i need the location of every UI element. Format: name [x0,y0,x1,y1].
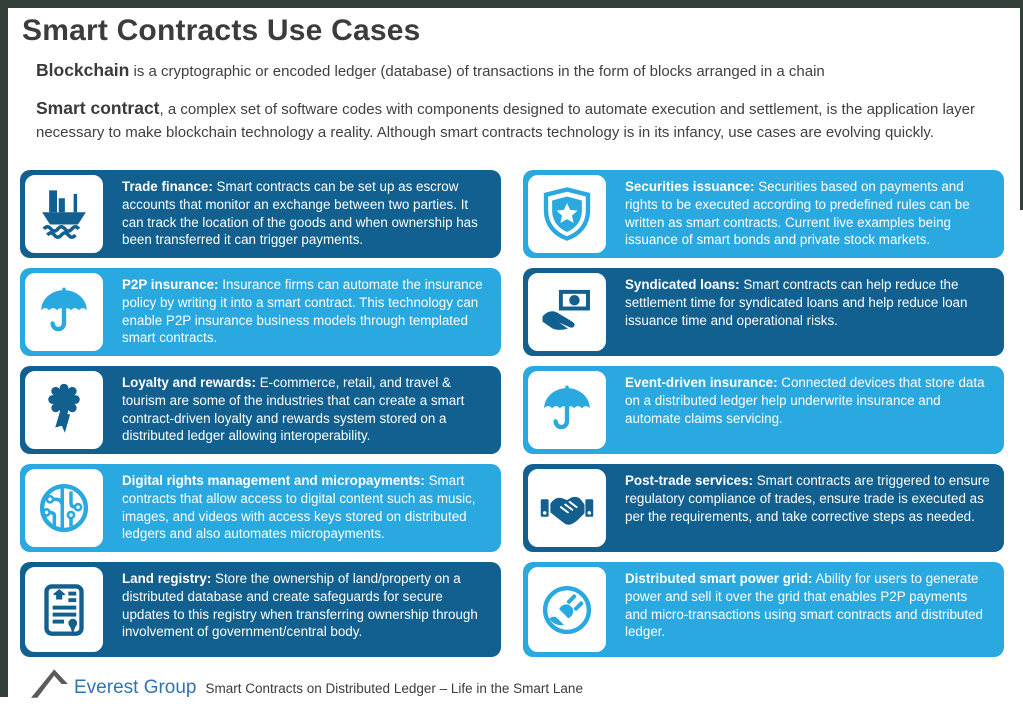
use-case-card-syndicated-loans: Syndicated loans: Smart contracts can he… [523,268,1004,356]
use-case-card-land-registry: Land registry: Store the ownership of la… [20,562,501,657]
mountain-peak-icon [31,669,68,698]
award-ribbon-icon [23,369,105,451]
card-title: P2P insurance: [122,277,219,292]
footer: Everest Group Smart Contracts on Distrib… [30,666,583,700]
card-title: Post-trade services: [625,473,754,488]
everest-group-logo: Everest Group [30,666,197,700]
use-case-card-trade-finance: Trade finance: Smart contracts can be se… [20,170,501,258]
circuit-icon [23,467,105,549]
use-case-card-p2p-insurance: P2P insurance: Insurance firms can autom… [20,268,501,356]
card-title: Syndicated loans: [625,277,740,292]
hand-money-icon [526,271,608,353]
intro-blockchain-lead: Blockchain [36,60,130,80]
frame-border-right [1020,0,1023,210]
footer-caption: Smart Contracts on Distributed Ledger – … [205,681,583,696]
card-title: Event-driven insurance: [625,375,778,390]
page-title: Smart Contracts Use Cases [22,14,421,47]
cargo-ship-icon [23,173,105,255]
use-case-card-loyalty-and-rewards: Loyalty and rewards: E-commerce, retail,… [20,366,501,454]
use-case-card-distributed-smart-power-grid: Distributed smart power grid: Ability fo… [523,562,1004,657]
shield-star-icon [526,173,608,255]
umbrella-icon [526,369,608,451]
use-case-column-right: Securities issuance: Securities based on… [523,170,1004,657]
logo-text: Everest Group [74,677,197,698]
frame-border-top [0,0,1023,8]
card-title: Digital rights management and micropayme… [122,473,425,488]
card-body: Ability for users to generate power and … [625,571,983,640]
card-body: Smart contracts can help reduce the sett… [625,277,968,328]
card-body: Insurance firms can automate the insuran… [122,277,483,346]
frame-border-left [0,0,8,697]
land-document-icon [23,565,105,654]
card-title: Distributed smart power grid: [625,571,813,586]
card-body: Connected devices that store data on a d… [625,375,985,426]
card-title: Securities issuance: [625,179,755,194]
card-body: Store the ownership of land/property on … [122,571,478,640]
handshake-icon [526,467,608,549]
card-title: Trade finance: [122,179,213,194]
use-case-card-securities-issuance: Securities issuance: Securities based on… [523,170,1004,258]
use-case-column-left: Trade finance: Smart contracts can be se… [20,170,501,657]
intro-section: Blockchain is a cryptographic or encoded… [36,58,986,157]
card-title: Land registry: [122,571,212,586]
use-case-card-post-trade-services: Post-trade services: Smart contracts are… [523,464,1004,552]
intro-smart-contract-text: , a complex set of software codes with c… [36,101,975,141]
intro-blockchain: Blockchain is a cryptographic or encoded… [36,58,986,83]
intro-smart-contract: Smart contract, a complex set of softwar… [36,96,986,143]
card-body: E-commerce, retail, and travel & tourism… [122,375,465,444]
umbrella-icon [23,271,105,353]
card-body: Smart contracts can be set up as escrow … [122,179,478,248]
card-title: Loyalty and rewards: [122,375,256,390]
card-body: Securities based on payments and rights … [625,179,970,248]
use-case-card-event-driven-insurance: Event-driven insurance: Connected device… [523,366,1004,454]
card-body: Smart contracts that allow access to dig… [122,473,476,542]
use-case-card-digital-rights-management-and-micropayments: Digital rights management and micropayme… [20,464,501,552]
power-plug-icon [526,565,608,654]
use-case-grid: Trade finance: Smart contracts can be se… [20,170,1004,657]
intro-blockchain-text: is a cryptographic or encoded ledger (da… [129,63,825,80]
intro-smart-contract-lead: Smart contract [36,98,160,119]
card-body: Smart contracts are triggered to ensure … [625,473,990,524]
